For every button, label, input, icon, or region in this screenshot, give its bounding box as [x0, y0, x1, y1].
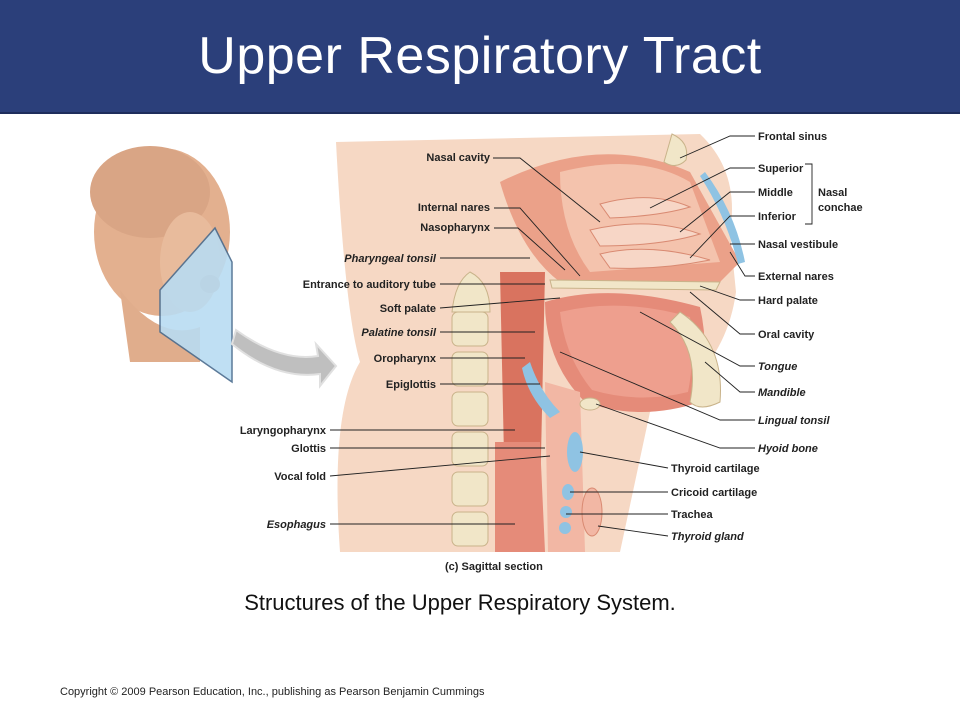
left-label-7: Palatine tonsil	[361, 327, 437, 339]
slide-caption: Structures of the Upper Respiratory Syst…	[244, 590, 676, 615]
sagittal-anatomy	[336, 133, 745, 552]
left-label-12: Vocal fold	[274, 471, 326, 483]
right-label-11: Lingual tonsil	[758, 415, 830, 427]
right-label-6: External nares	[758, 271, 834, 283]
arrow-icon	[230, 328, 338, 389]
bottom-right-label-3: Trachea	[671, 509, 713, 521]
right-label-9: Tongue	[758, 361, 797, 373]
copyright-notice: Copyright © 2009 Pearson Education, Inc.…	[60, 686, 485, 698]
left-label-1: Nasal cavity	[426, 152, 490, 164]
bottom-right-label-4: Thyroid gland	[671, 531, 744, 543]
left-label-11: Glottis	[291, 443, 326, 455]
left-label-9: Epiglottis	[386, 379, 436, 391]
right-label-10: Mandible	[758, 387, 806, 399]
right-labels: Frontal sinusSuperiorMiddleInferiorNasal…	[758, 131, 838, 455]
right-label-1: Frontal sinus	[758, 131, 827, 143]
left-label-8: Oropharynx	[374, 353, 437, 365]
title-bar: Upper Respiratory Tract	[0, 0, 960, 114]
section-plane	[159, 226, 233, 384]
right-label-7: Hard palate	[758, 295, 818, 307]
left-label-13: Esophagus	[267, 519, 326, 531]
leader-lines	[329, 135, 813, 537]
slide-title: Upper Respiratory Tract	[198, 27, 762, 85]
left-label-4: Pharyngeal tonsil	[344, 253, 437, 265]
left-label-6: Soft palate	[380, 303, 436, 315]
left-label-5: Entrance to auditory tube	[303, 279, 436, 291]
conchae-group-label-2: conchae	[818, 202, 863, 214]
right-label-5: Nasal vestibule	[758, 239, 838, 251]
right-label-3: Middle	[758, 187, 793, 199]
right-label-2: Superior	[758, 163, 804, 175]
bottom-right-label-1: Thyroid cartilage	[671, 463, 760, 475]
left-label-2: Internal nares	[418, 202, 490, 214]
left-label-3: Nasopharynx	[420, 222, 491, 234]
right-label-4: Inferior	[758, 211, 797, 223]
right-label-8: Oral cavity	[758, 329, 815, 341]
bottom-right-label-2: Cricoid cartilage	[671, 487, 757, 499]
left-label-10: Laryngopharynx	[240, 425, 327, 437]
right-label-12: Hyoid bone	[758, 443, 818, 455]
conchae-group-label-1: Nasal	[818, 187, 847, 199]
section-label: (c) Sagittal section	[445, 561, 543, 573]
